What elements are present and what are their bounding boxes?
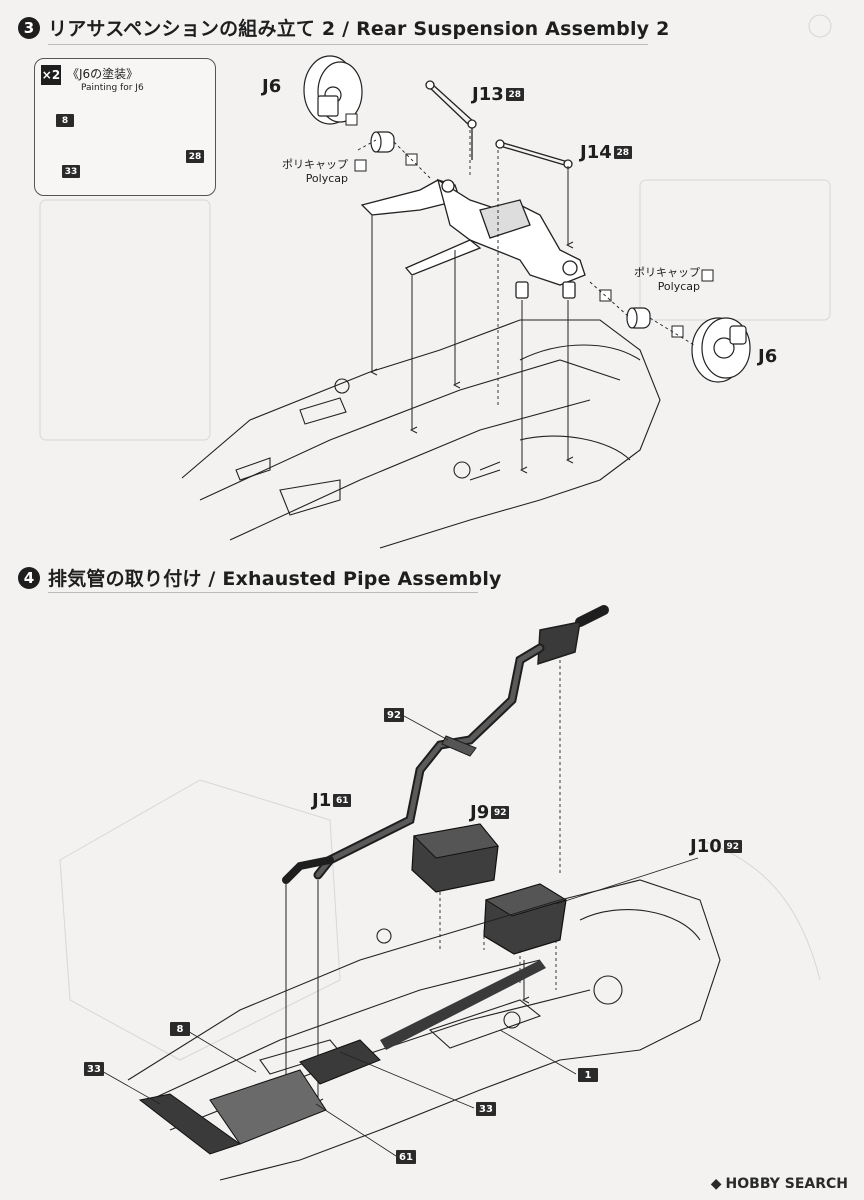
callout-33-left: 33 <box>84 1062 104 1076</box>
j1-badge: 61 <box>333 794 352 807</box>
logo-mark-icon: ◆ <box>710 1176 722 1192</box>
inset-callout-28: 28 <box>186 150 204 163</box>
step-4-header: 4 排気管の取り付け / Exhausted Pipe Assembly <box>18 564 502 591</box>
j14-drawing <box>495 139 573 169</box>
multiplier-badge: ×2 <box>41 65 61 85</box>
j1-exhaust-drawing <box>282 605 609 884</box>
label-j13: J13 28 <box>472 84 524 105</box>
label-j9: J9 92 <box>470 802 510 823</box>
j6-left-text: J6 <box>262 76 282 97</box>
logo-text: HOBBY SEARCH <box>725 1176 848 1192</box>
j6-left-drawing <box>303 55 363 125</box>
polycap-left-jp: ポリキャップ <box>282 158 348 171</box>
label-j6-right: J6 <box>758 346 777 367</box>
callout-1: 1 <box>578 1068 598 1082</box>
polycap-label-right: ポリキャップ Polycap <box>608 266 700 294</box>
j10-text: J10 <box>690 836 722 857</box>
inset-callout-8: 8 <box>56 114 74 127</box>
j1-text: J1 <box>312 790 332 811</box>
j6-right-text: J6 <box>758 346 778 367</box>
label-j6-left: J6 <box>262 76 281 97</box>
polycap-right-jp: ポリキャップ <box>634 266 700 279</box>
j10-badge: 92 <box>723 840 742 853</box>
chassis-3-drawing <box>181 319 661 549</box>
polycap-right-en: Polycap <box>657 280 700 293</box>
callout-8: 8 <box>170 1022 190 1036</box>
j9-badge: 92 <box>491 806 510 819</box>
polycap-label-left: ポリキャップ Polycap <box>262 158 348 186</box>
j13-text: J13 <box>472 84 504 105</box>
chassis-dark-parts <box>138 960 546 1155</box>
j9-text: J9 <box>470 802 490 823</box>
j9-block-drawing <box>411 823 499 893</box>
j13-drawing <box>425 80 477 160</box>
callout-92: 92 <box>384 708 404 722</box>
j6-right-drawing <box>691 317 751 383</box>
inset-title-en: Painting for J6 <box>81 83 144 93</box>
polycap-right-drawing <box>626 307 651 329</box>
j10-block-drawing <box>483 883 568 955</box>
callout-leaders-4 <box>99 715 699 1157</box>
step-3-rule <box>48 44 648 45</box>
polycap-left-en: Polycap <box>305 172 348 185</box>
step-3-number: 3 <box>18 16 40 39</box>
j14-badge: 28 <box>613 146 632 159</box>
step-3-title: リアサスペンションの組み立て 2 / Rear Suspension Assem… <box>48 18 670 40</box>
guide-lines-3 <box>357 130 695 405</box>
step-3-header: 3 リアサスペンションの組み立て 2 / Rear Suspension Ass… <box>18 14 670 41</box>
hobby-search-logo: ◆ HOBBY SEARCH <box>711 1176 848 1192</box>
step-4-title: 排気管の取り付け / Exhausted Pipe Assembly <box>48 568 502 590</box>
label-j14: J14 28 <box>580 142 632 163</box>
label-j10: J10 92 <box>690 836 742 857</box>
j14-text: J14 <box>580 142 612 163</box>
rear-subframe-drawing <box>360 178 586 299</box>
inset-callout-33: 33 <box>62 165 80 178</box>
guide-lines-4 <box>439 660 561 990</box>
inset-title-jp: 《J6の塗装》 <box>67 67 139 81</box>
step-4-rule <box>48 592 478 593</box>
callout-61: 61 <box>396 1150 416 1164</box>
label-j1: J1 61 <box>312 790 352 811</box>
j13-badge: 28 <box>505 88 524 101</box>
step-4-number: 4 <box>18 566 40 589</box>
arrows-3 <box>372 166 568 470</box>
callout-33-right: 33 <box>476 1102 496 1116</box>
